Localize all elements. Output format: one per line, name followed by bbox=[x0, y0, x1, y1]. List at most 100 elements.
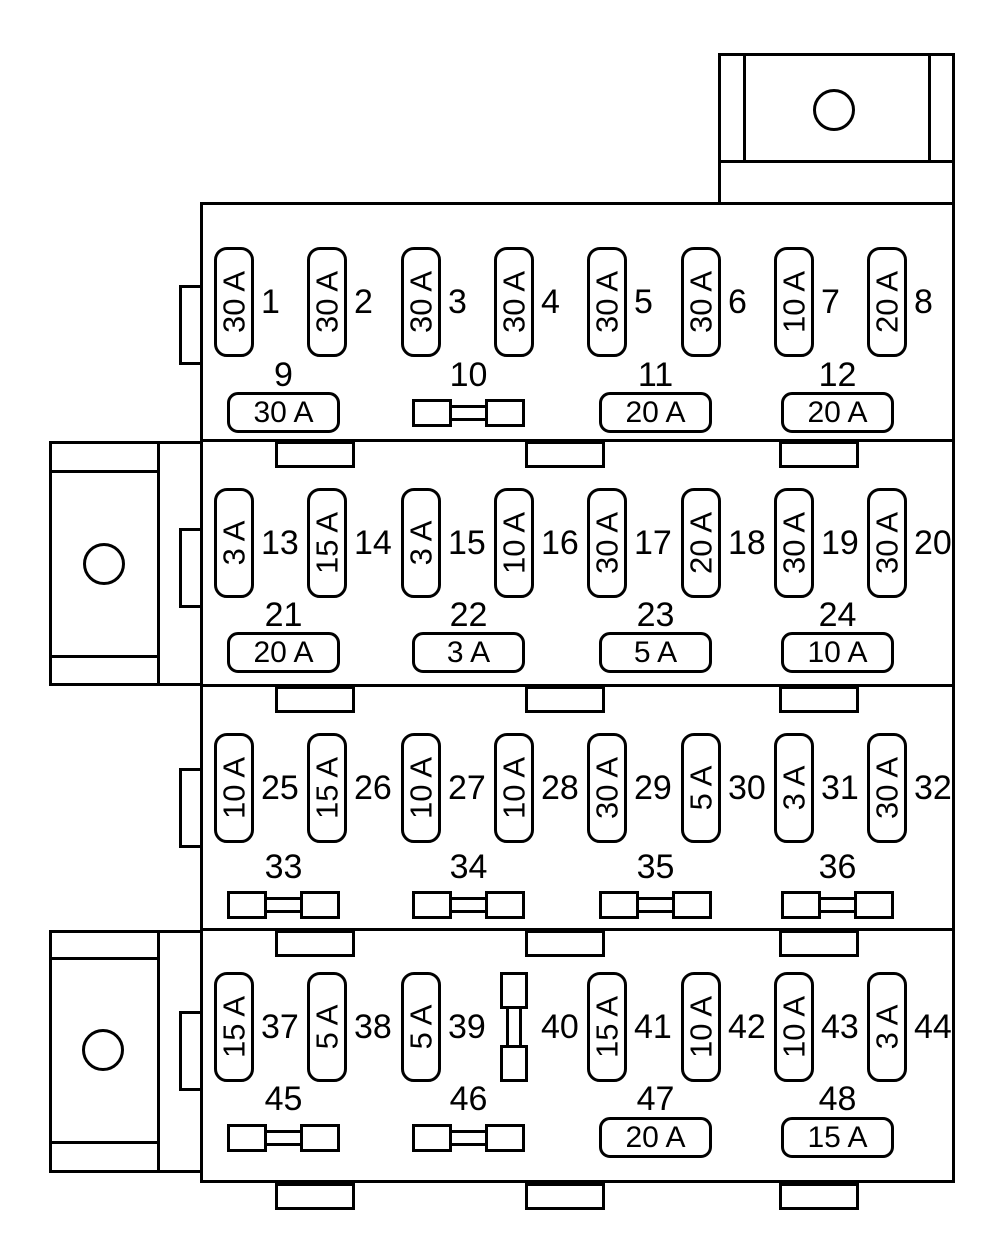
fuse-20-rating: 30 A bbox=[869, 511, 905, 575]
fuse-30-number: 30 bbox=[728, 769, 766, 807]
fuse-4-number: 4 bbox=[541, 283, 560, 321]
fuse-14-body: 15 A bbox=[307, 488, 347, 598]
fuse-16-body: 10 A bbox=[494, 488, 534, 598]
mount-tab bbox=[525, 930, 605, 957]
fuse-29-rating: 30 A bbox=[589, 756, 625, 820]
fuse-22-rating: 3 A bbox=[446, 635, 491, 669]
fuse-4-body: 30 A bbox=[494, 247, 534, 357]
connector-hole bbox=[82, 1029, 124, 1071]
fuse-33-body bbox=[227, 884, 340, 925]
fuse-34-number: 34 bbox=[449, 848, 488, 886]
fuse-19-number: 19 bbox=[821, 524, 859, 562]
mount-tab bbox=[525, 441, 605, 468]
mount-tab bbox=[525, 686, 605, 713]
fuse-24-body: 10 A bbox=[781, 632, 894, 673]
fuse-18-rating: 20 A bbox=[683, 511, 719, 575]
fuse-6-rating: 30 A bbox=[683, 270, 719, 334]
fuse-35-number: 35 bbox=[636, 848, 675, 886]
cartridge-end bbox=[412, 891, 452, 919]
fuse-33-number: 33 bbox=[264, 848, 303, 886]
cartridge-bar bbox=[263, 897, 304, 913]
cartridge-bar bbox=[263, 1130, 304, 1146]
fuse-7-rating: 10 A bbox=[776, 270, 812, 334]
fuse-23-body: 5 A bbox=[599, 632, 712, 673]
fuse-39-body: 5 A bbox=[401, 972, 441, 1082]
fuse-36-body bbox=[781, 884, 894, 925]
fuse-11-number: 11 bbox=[637, 356, 674, 394]
fuse-7-body: 10 A bbox=[774, 247, 814, 357]
mount-tab bbox=[275, 686, 355, 713]
fuse-32-body: 30 A bbox=[867, 733, 907, 843]
mount-tab bbox=[275, 930, 355, 957]
fuse-9-number: 9 bbox=[274, 356, 293, 394]
fuse-16-rating: 10 A bbox=[496, 511, 532, 575]
fuse-3-number: 3 bbox=[448, 283, 467, 321]
fuse-32-number: 32 bbox=[914, 769, 952, 807]
fuse-23-number: 23 bbox=[636, 596, 675, 634]
fuse-29-number: 29 bbox=[634, 769, 672, 807]
fuse-43-rating: 10 A bbox=[776, 995, 812, 1059]
cartridge-bar bbox=[635, 897, 676, 913]
fuse-11-rating: 20 A bbox=[625, 395, 686, 429]
fuse-22-body: 3 A bbox=[412, 632, 525, 673]
cartridge-end bbox=[500, 1045, 528, 1082]
fuse-35-body bbox=[599, 884, 712, 925]
fuse-17-number: 17 bbox=[634, 524, 672, 562]
fuse-28-number: 28 bbox=[541, 769, 579, 807]
connector-inner-line bbox=[49, 1141, 160, 1144]
fuse-5-rating: 30 A bbox=[589, 270, 625, 334]
fuse-17-rating: 30 A bbox=[589, 511, 625, 575]
fuse-48-number: 48 bbox=[818, 1080, 857, 1118]
fuse-13-number: 13 bbox=[261, 524, 299, 562]
left-mount-tab bbox=[179, 285, 203, 365]
cartridge-end bbox=[227, 891, 267, 919]
fuse-14-number: 14 bbox=[354, 524, 392, 562]
fuse-38-body: 5 A bbox=[307, 972, 347, 1082]
fuse-12-number: 12 bbox=[818, 356, 857, 394]
fuse-43-body: 10 A bbox=[774, 972, 814, 1082]
fuse-14-rating: 15 A bbox=[309, 511, 345, 575]
fuse-30-body: 5 A bbox=[681, 733, 721, 843]
cartridge-end bbox=[300, 1124, 340, 1152]
fuse-31-body: 3 A bbox=[774, 733, 814, 843]
fuse-25-number: 25 bbox=[261, 769, 299, 807]
fuse-26-rating: 15 A bbox=[309, 756, 345, 820]
mount-tab bbox=[779, 1183, 859, 1210]
fuse-8-rating: 20 A bbox=[869, 270, 905, 334]
fuse-37-number: 37 bbox=[261, 1008, 299, 1046]
fuse-41-number: 41 bbox=[634, 1008, 672, 1046]
fuse-41-rating: 15 A bbox=[589, 995, 625, 1059]
fuse-19-rating: 30 A bbox=[776, 511, 812, 575]
left-mount-tab bbox=[179, 528, 203, 608]
fuse-19-body: 30 A bbox=[774, 488, 814, 598]
mount-tab bbox=[779, 930, 859, 957]
fuse-47-rating: 20 A bbox=[625, 1120, 686, 1154]
fuse-28-rating: 10 A bbox=[496, 756, 532, 820]
fuse-44-body: 3 A bbox=[867, 972, 907, 1082]
cartridge-end bbox=[412, 399, 452, 427]
section-divider-2 bbox=[200, 684, 955, 687]
fuse-20-body: 30 A bbox=[867, 488, 907, 598]
fuse-11-body: 20 A bbox=[599, 392, 712, 433]
connector-inner-line bbox=[928, 53, 931, 163]
fuse-32-rating: 30 A bbox=[869, 756, 905, 820]
fuse-12-body: 20 A bbox=[781, 392, 894, 433]
fuse-3-body: 30 A bbox=[401, 247, 441, 357]
fuse-21-number: 21 bbox=[264, 596, 303, 634]
fuse-15-body: 3 A bbox=[401, 488, 441, 598]
left-mount-tab bbox=[179, 1011, 203, 1091]
fuse-25-body: 10 A bbox=[214, 733, 254, 843]
fuse-6-body: 30 A bbox=[681, 247, 721, 357]
fuse-39-number: 39 bbox=[448, 1008, 486, 1046]
cartridge-bar bbox=[448, 897, 489, 913]
connector-inner-line bbox=[49, 470, 160, 473]
cartridge-end bbox=[485, 399, 525, 427]
fuse-27-rating: 10 A bbox=[403, 756, 439, 820]
fuse-34-body bbox=[412, 884, 525, 925]
section-divider-3 bbox=[200, 928, 955, 931]
left-mount-tab bbox=[179, 768, 203, 848]
mount-tab bbox=[525, 1183, 605, 1210]
fuse-1-number: 1 bbox=[261, 283, 280, 321]
fuse-37-body: 15 A bbox=[214, 972, 254, 1082]
